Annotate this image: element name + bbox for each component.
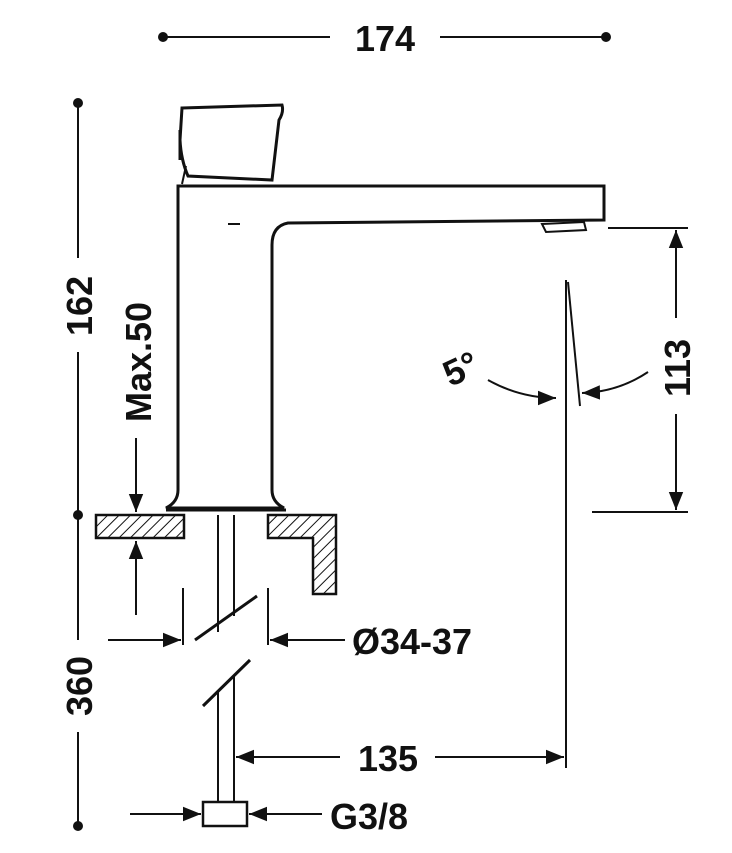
dimension-label-reach: 135 [358,738,418,779]
faucet-body [165,103,606,512]
dimension-label-connection: G3/8 [330,796,408,837]
dimension-label-max-deck: Max.50 [118,302,159,422]
dimension-label-spout-height: 113 [657,339,698,397]
dimension-width-174: 174 [158,18,611,59]
angle-arc-right [581,371,649,400]
dimension-hole-diameter: Ø34-37 [108,588,472,662]
dimension-label-height: 162 [59,276,100,336]
dimension-label-angle: 5° [436,343,485,395]
dimension-label-hole-diameter: Ø34-37 [352,621,472,662]
dimension-connection: G3/8 [130,796,408,837]
g38-connector [201,800,249,828]
deck-left-section [94,513,186,540]
dimension-max-deck: Max.50 [118,302,159,615]
angle-arc-left [487,379,557,406]
dimension-reach: 135 [236,738,564,779]
dimension-spout-height: 113 [592,227,698,513]
break-line [201,658,252,708]
deck-section [94,513,338,596]
break-line [194,594,258,642]
faucet-spout-body [165,184,606,510]
faucet-handle [178,103,285,182]
dimension-angle: 5° [436,280,649,768]
water-angle-line [567,281,581,407]
deck-right-section [266,513,338,596]
aerator [540,220,588,234]
handle-base [181,165,187,185]
supply-pipes [194,515,258,828]
dimension-height-left: 162 360 [59,98,100,831]
dimension-label-width: 174 [355,18,415,59]
dimension-label-under-length: 360 [59,656,100,716]
